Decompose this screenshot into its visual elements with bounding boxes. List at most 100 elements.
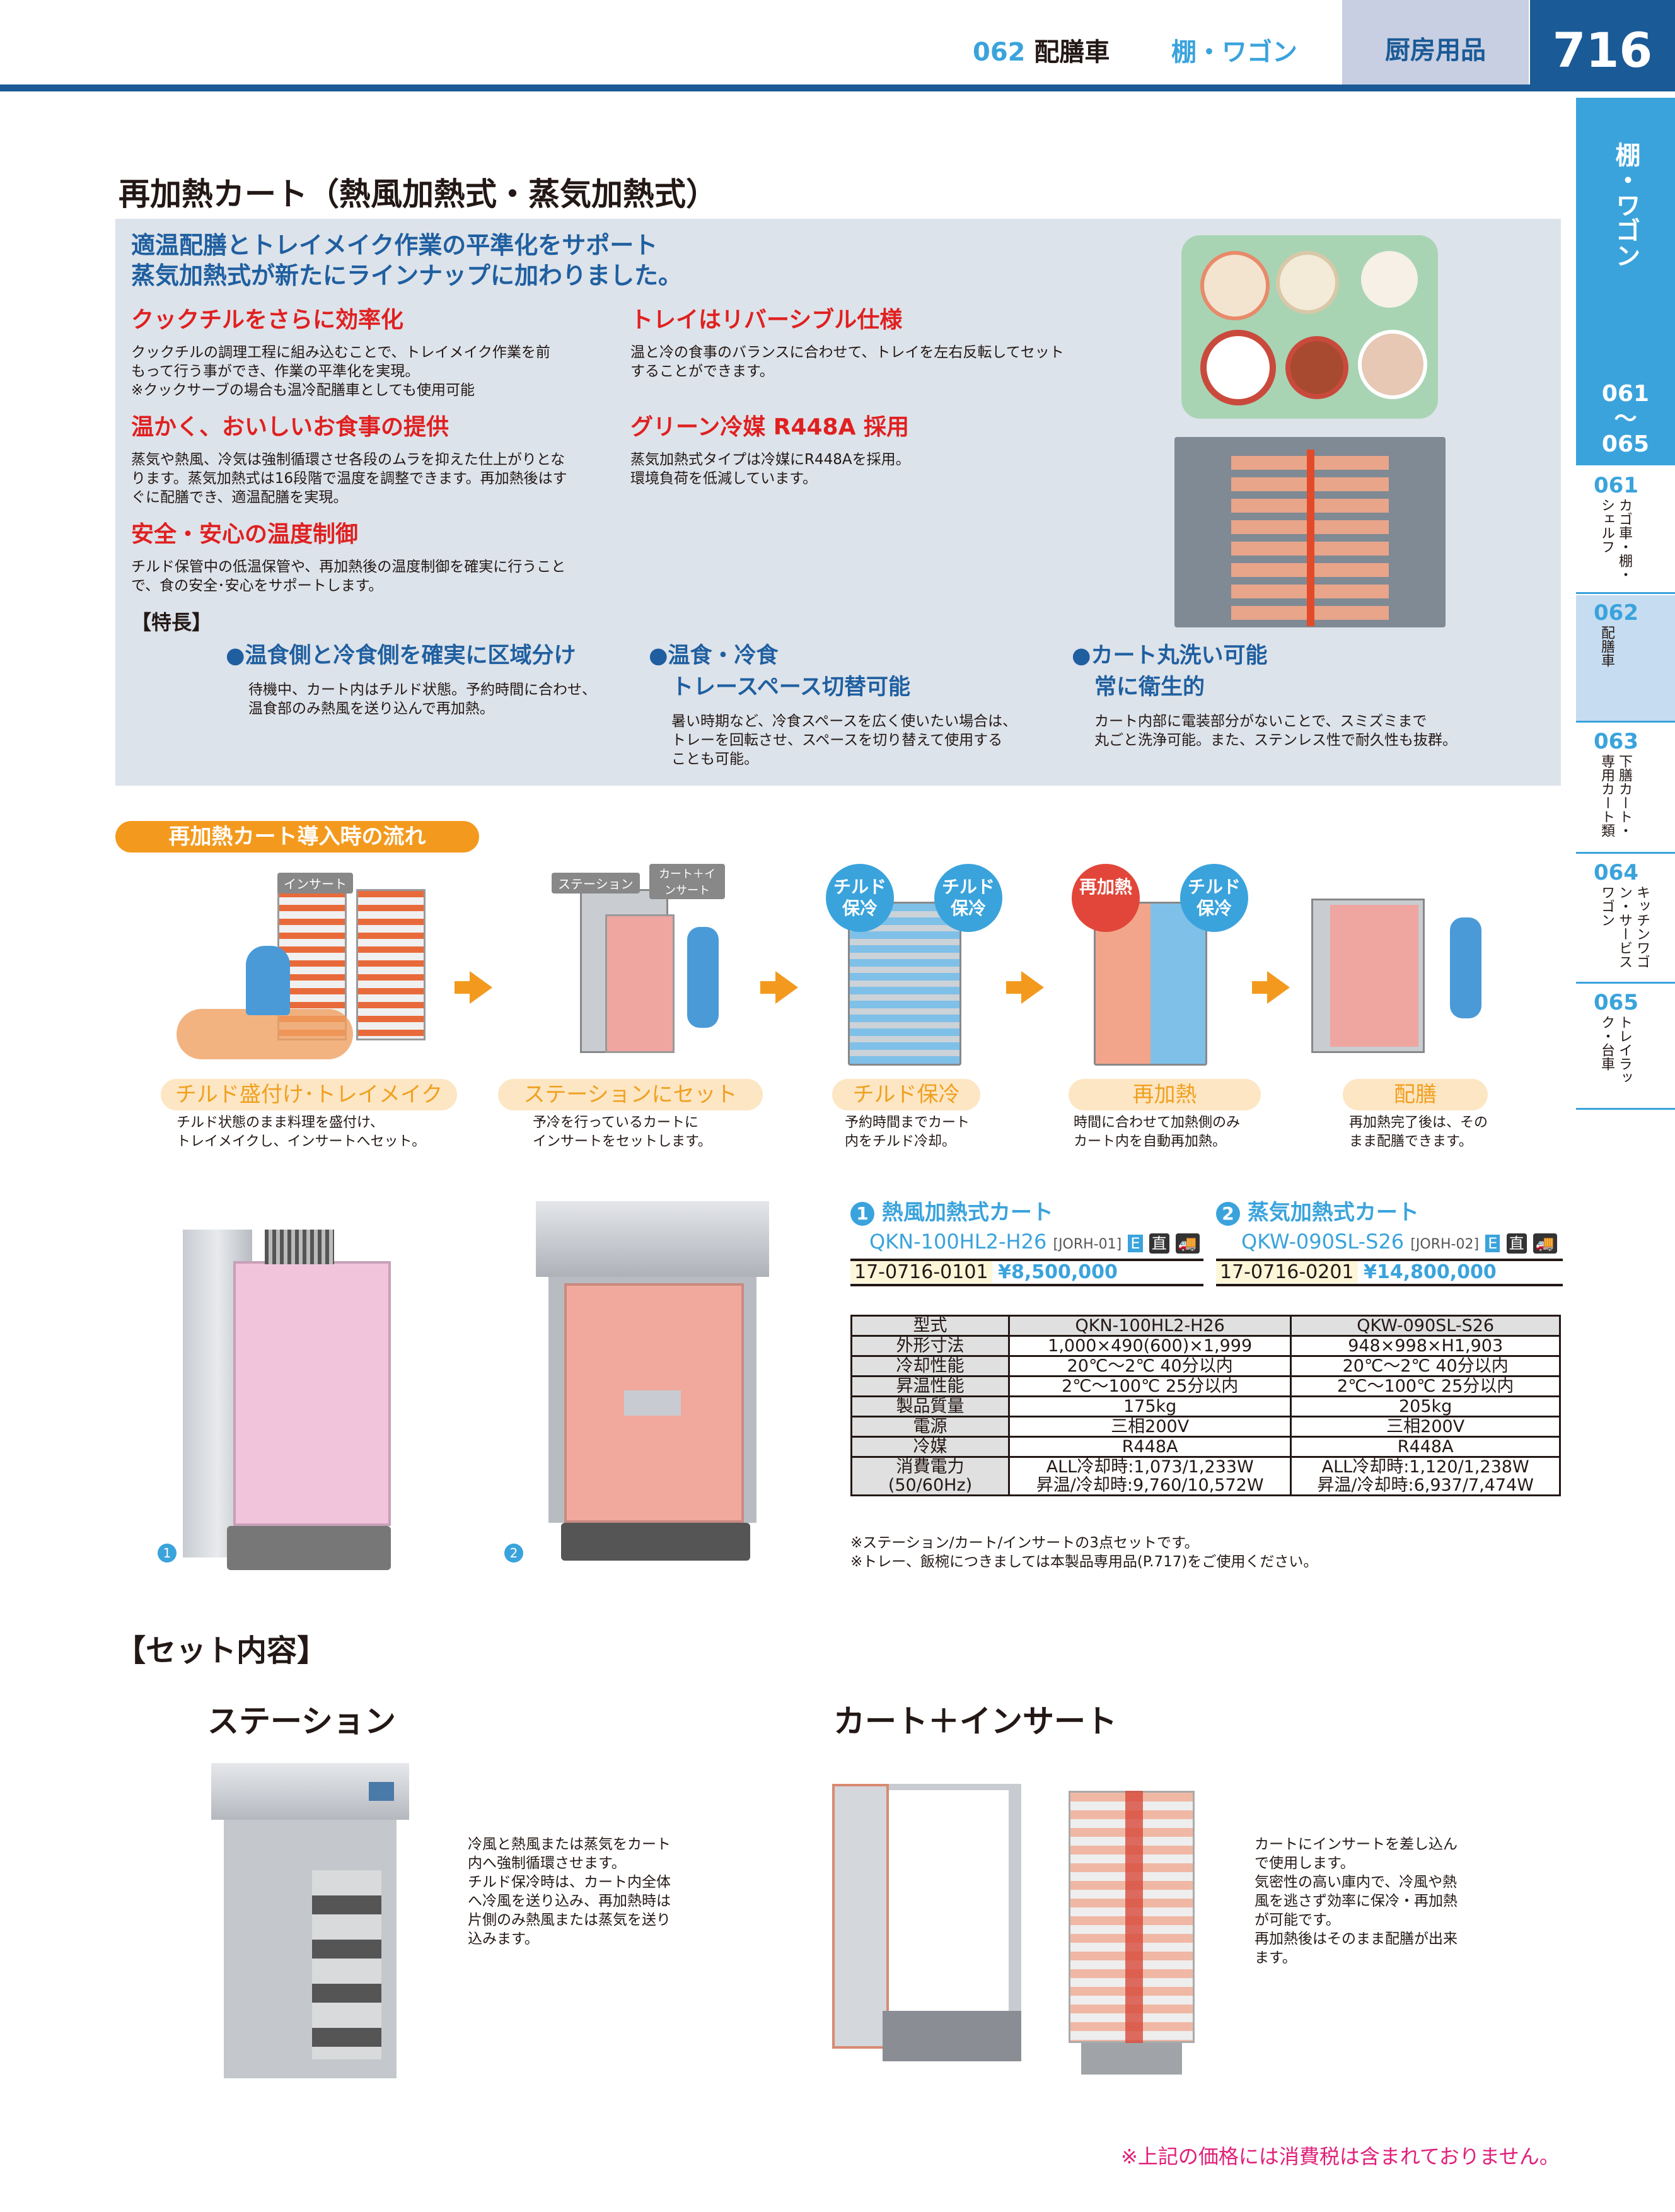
feature-zoning: ●温食側と冷食側を確実に区域分け待機中、カート内はチルド状態。予約時間に合わせ、… [226, 640, 596, 718]
headline-line: 適温配膳とトレイメイク作業の平準化をサポート [131, 231, 658, 259]
item-number: 17-0716-0101 [850, 1261, 992, 1283]
direct-ship-icon: 直 [1506, 1233, 1527, 1254]
desc-line: まま配膳できます。 [1349, 1134, 1473, 1150]
feature-text: ことも可能。 [671, 751, 758, 767]
point-text: で、食の安全･安心をサポートします。 [131, 578, 383, 594]
desc-line: 予冷を行っているカートに [533, 1115, 698, 1131]
cart-photo [832, 1784, 1028, 2087]
flow-step-label: 配膳 [1343, 1079, 1488, 1110]
spec-value: R448A [1007, 1436, 1292, 1458]
point-text: チルド保管中の低温保管や、再加熱後の温度制御を確実に行うこと [131, 559, 566, 575]
intro-headline: 適温配膳とトレイメイク作業の平準化をサポート蒸気加熱式が新たにラインナップに加わ… [131, 230, 682, 291]
flow-step-label: チルド保冷 [832, 1079, 980, 1110]
flow-step-label: ステーションにセット [498, 1079, 763, 1110]
cart-interior-photo [1174, 437, 1446, 627]
desc-line: 風を逃さず効率に保冷・再加熱 [1255, 1893, 1458, 1909]
product-1: 1 熱風加熱式カート QKN-100HL2-H26 [JORH-01] E 直 … [850, 1195, 1203, 1286]
features-label: 【特長】 [131, 610, 212, 634]
product-code: [JORH-01] [1053, 1237, 1122, 1252]
page-title: 再加熱カート（熱風加熱式・蒸気加熱式） [119, 176, 717, 212]
flow-step-desc: チルド状態のまま料理を盛付け、トレイメイクし、インサートへセット。 [177, 1114, 426, 1151]
spec-value: 20℃〜2℃ 40分以内 [1007, 1355, 1292, 1377]
flow-step-desc: 再加熱完了後は、そのまま配膳できます。 [1349, 1114, 1488, 1151]
tag-insert: インサート [277, 873, 353, 894]
product-2: 2 蒸気加熱式カート QKW-090SL-S26 [JORH-02] E 直 🚚… [1216, 1195, 1563, 1286]
point-title: グリーン冷媒 R448A 採用 [630, 414, 909, 440]
header-rule [0, 84, 1675, 91]
tab-num: 061 [1594, 473, 1638, 498]
e-badge: E [1128, 1235, 1143, 1252]
flow-arrow-icon [1006, 971, 1044, 1004]
desc-line: 予約時間までカート [845, 1115, 970, 1131]
point-text: ぐに配膳でき、適温配膳を実現。 [131, 489, 348, 506]
flow-step-desc: 予約時間までカート内をチルド冷却。 [845, 1114, 970, 1151]
product-photo-hot-air-cart [183, 1230, 403, 1570]
spec-value: R448A [1290, 1436, 1561, 1458]
tag-station: ステーション [552, 873, 640, 894]
section-number: 062 [973, 38, 1026, 67]
feature-title: トレースペース切替可能 [671, 675, 911, 700]
cart-insert-desc: カートにインサートを差し込んで使用します。気密性の高い庫内で、冷風や熱風を逃さず… [1255, 1835, 1458, 1967]
feature-text: トレーを回転させ、スペースを切り替えて使用する [671, 732, 1003, 748]
spec-label: 昇温性能 [850, 1375, 1010, 1397]
insert-rack-photo [1056, 1791, 1207, 2081]
feature-text: 温食部のみ熱風を送り込んで再加熱。 [248, 701, 494, 717]
desc-line: 片側のみ熱風または蒸気を送り [468, 1912, 671, 1928]
bubble-reheat: 再加熱 [1072, 864, 1140, 932]
point-title: クックチルをさらに効率化 [131, 307, 404, 333]
point-title: 温かく、おいしいお食事の提供 [131, 414, 449, 440]
feature-title: ●温食・冷食 [649, 643, 779, 668]
header-category: 棚・ワゴン [1171, 38, 1297, 67]
point-cookchill: クックチルをさらに効率化クックチルの調理工程に組み込むことで、トレイメイク作業を… [131, 301, 550, 400]
product-name: 蒸気加熱式カート [1247, 1200, 1419, 1225]
spec-label: 消費電力(50/60Hz) [850, 1456, 1010, 1496]
desc-line: ます。 [1255, 1950, 1297, 1966]
feature-washable: ●カート丸洗い可能常に衛生的カート内部に電装部分がないことで、スミズミまで丸ごと… [1072, 640, 1457, 750]
spec-value: 20℃〜2℃ 40分以内 [1290, 1355, 1561, 1377]
feature-text: 暑い時期など、冷食スペースを広く使いたい場合は、 [671, 713, 1017, 730]
product-number: 1 [850, 1202, 874, 1226]
flow-illustration-station [580, 889, 731, 1066]
point-refrigerant: グリーン冷媒 R448A 採用蒸気加熱式タイプは冷媒にR448Aを採用。環境負荷… [630, 409, 910, 488]
spec-notes: ※ステーション/カート/インサートの3点セットです。※トレー、飯椀につきましては… [850, 1534, 1318, 1571]
spec-value: QKW-090SL-S26 [1290, 1315, 1561, 1337]
desc-line: へ冷風を送り込み、再加熱時は [468, 1893, 671, 1909]
point-text: 温と冷の食事のバランスに合わせて、トレイを左右反転してセット [630, 344, 1064, 361]
desc-line: トレイメイクし、インサートへセット。 [177, 1134, 426, 1150]
desc-line: 時間に合わせて加熱側のみ [1074, 1115, 1241, 1131]
flow-arrow-icon [455, 971, 492, 1004]
desc-line: 込みます。 [468, 1931, 539, 1947]
desc-line: カート内を自動再加熱。 [1074, 1134, 1227, 1150]
side-tab-title: 棚・ワゴン [1611, 142, 1640, 268]
feature-text: 丸ごと洗浄可能。また、ステンレス性で耐久性も抜群。 [1094, 732, 1457, 748]
station-desc: 冷風と熱風または蒸気をカート内へ強制循環させます。チルド保冷時は、カート内全体へ… [468, 1835, 671, 1948]
power-line: (50/60Hz) [888, 1476, 973, 1495]
spec-label: 冷媒 [850, 1436, 1010, 1458]
flow-illustration-serving [1311, 899, 1488, 1066]
station-photo [211, 1763, 409, 2094]
feature-text: カート内部に電装部分がないことで、スミズミまで [1094, 713, 1427, 730]
spec-label: 製品質量 [850, 1395, 1010, 1417]
spec-value: 175kg [1007, 1395, 1292, 1417]
desc-line: が可能です。 [1255, 1912, 1340, 1928]
desc-line: カートにインサートを差し込ん [1255, 1836, 1458, 1853]
set-title: 【セット内容】 [115, 1633, 328, 1668]
desc-line: 内をチルド冷却。 [845, 1134, 956, 1150]
feature-title: ●温食側と冷食側を確実に区域分け [226, 643, 576, 668]
side-tab-active[interactable]: 棚・ワゴン 061 〜 065 [1576, 98, 1675, 465]
point-safety: 安全・安心の温度制御チルド保管中の低温保管や、再加熱後の温度制御を確実に行うこと… [131, 516, 565, 595]
